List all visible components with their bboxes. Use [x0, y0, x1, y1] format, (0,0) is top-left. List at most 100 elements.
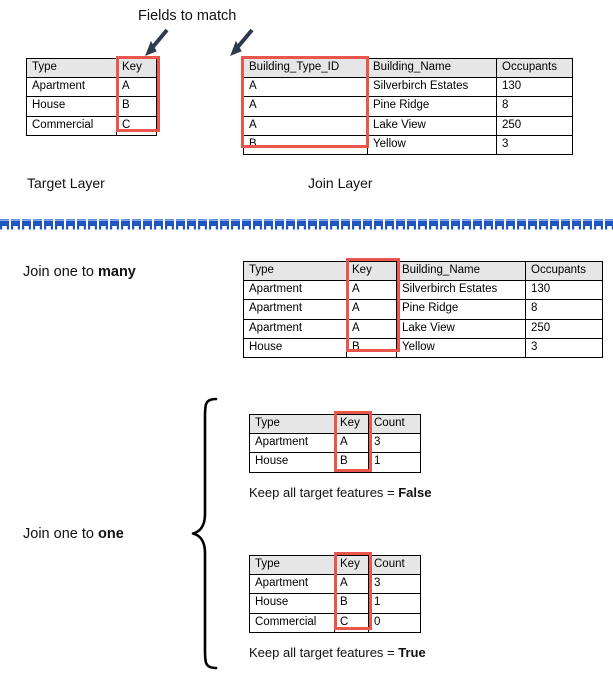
one-to-many-table-wrap: Type Key Building_Name Occupants Apartme… — [243, 258, 603, 358]
cell-building-type-id: B — [243, 134, 368, 155]
cell-building-type-id: A — [243, 96, 368, 117]
column-header-building-type-id: Building_Type_ID — [243, 57, 368, 79]
table-row: House B 1 — [249, 593, 421, 614]
column-header-count: Count — [368, 413, 421, 435]
table-row: Apartment A Silverbirch Estates 130 — [243, 280, 603, 301]
cell-key: B — [334, 452, 369, 473]
cell-occupants: 250 — [525, 318, 603, 339]
table-row: A Lake View 250 — [243, 115, 573, 136]
cell-type: House — [26, 96, 117, 117]
table-row: House B Yellow 3 — [243, 337, 603, 358]
column-header-building-name: Building_Name — [367, 57, 497, 79]
keep-all-target-features-true-caption: Keep all target features = True — [249, 645, 426, 660]
table-row: Apartment A — [26, 77, 157, 98]
table-row: Commercial C 0 — [249, 612, 421, 633]
cell-building-name: Yellow — [396, 337, 526, 358]
cell-key: A — [346, 299, 397, 320]
table-header-row: Type Key — [26, 57, 157, 79]
keep-false-value: False — [398, 485, 432, 500]
one-to-one-false-table: Type Key Count Apartment A 3 House B 1 — [249, 413, 421, 473]
decorative-dashed-divider-icon — [0, 218, 613, 232]
column-header-count: Count — [368, 554, 421, 576]
one-to-one-true-table: Type Key Count Apartment A 3 House B 1 C… — [249, 554, 421, 633]
cell-key: A — [346, 280, 397, 301]
arrow-down-right-icon-left — [143, 28, 173, 58]
cell-key: B — [346, 337, 397, 358]
one-to-one-false-table-wrap: Type Key Count Apartment A 3 House B 1 — [249, 411, 421, 473]
cell-building-name: Pine Ridge — [367, 96, 497, 117]
fields-to-match-label: Fields to match — [138, 8, 237, 24]
cell-occupants: 8 — [525, 299, 603, 320]
join-one-to-many-prefix: Join one to — [23, 264, 98, 280]
cell-occupants: 8 — [496, 96, 573, 117]
cell-key: B — [334, 593, 369, 614]
column-header-occupants: Occupants — [496, 57, 573, 79]
cell-type: House — [243, 337, 347, 358]
keep-true-prefix: Keep all target features = — [249, 645, 399, 660]
target-layer-table-wrap: Type Key Apartment A House B Commercial … — [26, 56, 160, 136]
cell-type: Commercial — [249, 612, 335, 633]
curly-brace-icon — [188, 396, 220, 671]
table-header-row: Type Key Count — [249, 554, 421, 576]
cell-count: 1 — [368, 593, 421, 614]
cell-type: Apartment — [243, 280, 347, 301]
cell-count: 0 — [368, 612, 421, 633]
cell-building-name: Pine Ridge — [396, 299, 526, 320]
cell-key: A — [334, 433, 369, 454]
cell-occupants: 3 — [525, 337, 603, 358]
column-header-type: Type — [249, 554, 335, 576]
table-row: Apartment A Lake View 250 — [243, 318, 603, 339]
cell-type: Apartment — [243, 318, 347, 339]
table-row: A Pine Ridge 8 — [243, 96, 573, 117]
table-row: Apartment A 3 — [249, 433, 421, 454]
column-header-building-name: Building_Name — [396, 260, 526, 282]
column-header-key: Key — [116, 57, 157, 79]
target-layer-table: Type Key Apartment A House B Commercial … — [26, 57, 157, 136]
join-one-to-one-emphasis: one — [97, 526, 124, 542]
cell-count: 3 — [368, 574, 421, 595]
table-row: House B 1 — [249, 452, 421, 473]
cell-building-name: Silverbirch Estates — [367, 77, 497, 98]
column-header-type: Type — [249, 413, 335, 435]
cell-count: 1 — [368, 452, 421, 473]
table-row: B Yellow 3 — [243, 134, 573, 155]
cell-occupants: 130 — [496, 77, 573, 98]
join-one-to-one-prefix: Join one to — [23, 526, 98, 542]
cell-type: House — [249, 593, 335, 614]
cell-building-name: Yellow — [367, 134, 497, 155]
keep-true-value: True — [398, 645, 426, 660]
column-header-key: Key — [334, 554, 369, 576]
join-layer-label: Join Layer — [308, 175, 373, 191]
cell-type: Apartment — [243, 299, 347, 320]
column-header-key: Key — [334, 413, 369, 435]
arrow-down-right-icon-right — [228, 28, 258, 58]
keep-all-target-features-false-caption: Keep all target features = False — [249, 485, 431, 500]
target-layer-label: Target Layer — [27, 175, 105, 191]
cell-building-name: Lake View — [367, 115, 497, 136]
cell-type: House — [249, 452, 335, 473]
cell-type: Commercial — [26, 115, 117, 136]
cell-type: Apartment — [249, 574, 335, 595]
cell-key: A — [334, 574, 369, 595]
join-one-to-one-label: Join one to one — [23, 526, 124, 542]
table-row: A Silverbirch Estates 130 — [243, 77, 573, 98]
table-header-row: Type Key Count — [249, 413, 421, 435]
table-row: Apartment A 3 — [249, 574, 421, 595]
cell-occupants: 250 — [496, 115, 573, 136]
table-row: House B — [26, 96, 157, 117]
table-row: Apartment A Pine Ridge 8 — [243, 299, 603, 320]
join-layer-table: Building_Type_ID Building_Name Occupants… — [243, 57, 573, 155]
cell-count: 3 — [368, 433, 421, 454]
keep-false-prefix: Keep all target features = — [249, 485, 399, 500]
column-header-key: Key — [346, 260, 397, 282]
join-layer-table-wrap: Building_Type_ID Building_Name Occupants… — [241, 56, 573, 155]
one-to-many-table: Type Key Building_Name Occupants Apartme… — [243, 260, 603, 358]
join-one-to-many-emphasis: many — [97, 264, 136, 280]
cell-building-name: Silverbirch Estates — [396, 280, 526, 301]
cell-key: A — [346, 318, 397, 339]
join-one-to-many-label: Join one to many — [23, 264, 136, 280]
cell-type: Apartment — [26, 77, 117, 98]
table-header-row: Building_Type_ID Building_Name Occupants — [243, 57, 573, 79]
cell-key: A — [116, 77, 157, 98]
cell-type: Apartment — [249, 433, 335, 454]
